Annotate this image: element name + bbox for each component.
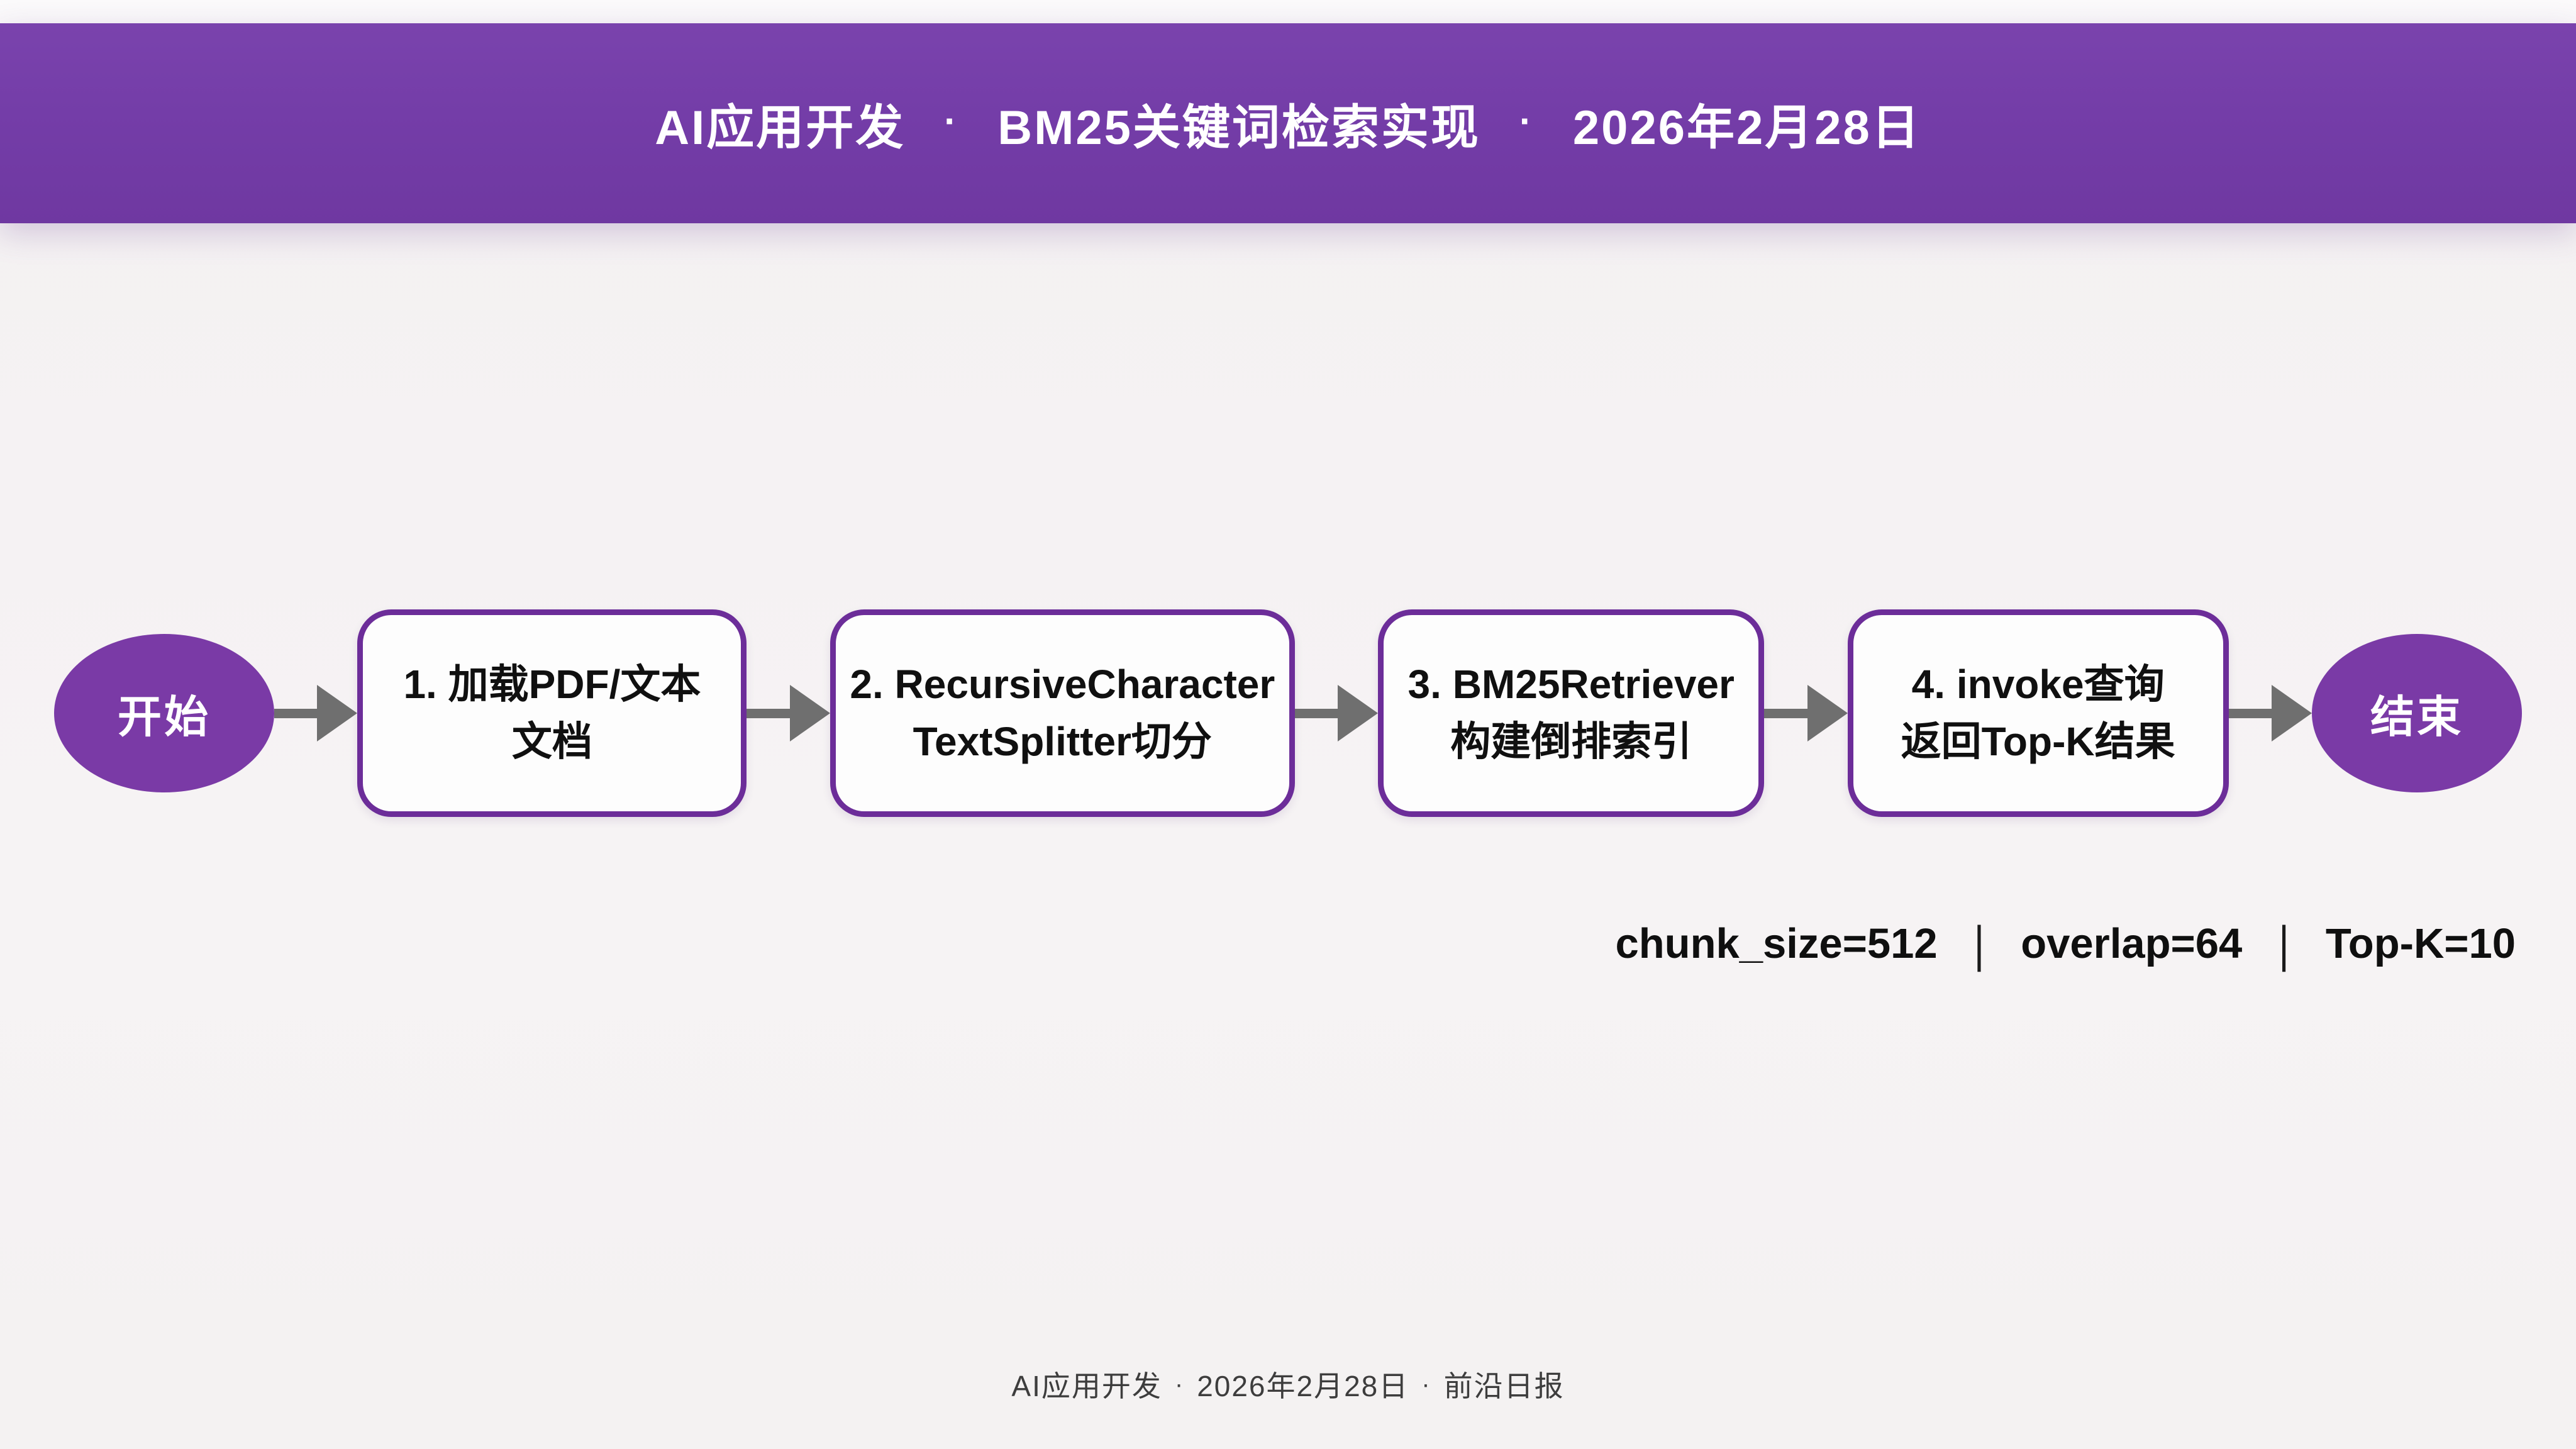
flow-arrow (747, 685, 830, 741)
step-1-line-1: 1. 加载PDF/文本 (403, 662, 701, 708)
arrowhead-icon (317, 685, 358, 741)
arrowhead-icon (1338, 685, 1379, 741)
step-node-3: 3. BM25Retriever 构建倒排索引 (1378, 609, 1765, 817)
param-separator-bar: | (1974, 915, 1985, 972)
step-node-2: 2. RecursiveCharacter TextSplitter切分 (830, 609, 1295, 817)
footer-separator-dot: · (1421, 1370, 1431, 1398)
flow-arrow (1764, 685, 1848, 741)
arrow-shaft (2228, 708, 2273, 718)
footer-separator-dot: · (1174, 1370, 1185, 1398)
arrow-shaft (1764, 708, 1809, 718)
param-chunk-size: chunk_size=512 (1615, 920, 1938, 967)
footer-topic: AI应用开发 (1011, 1370, 1162, 1402)
step-3-line-2: 构建倒排索引 (1450, 719, 1692, 764)
title-topic: AI应用开发 (655, 101, 906, 155)
param-overlap: overlap=64 (2021, 920, 2243, 967)
param-separator-bar: | (2279, 915, 2289, 972)
title-date: 2026年2月28日 (1572, 101, 1921, 155)
parameters-line: chunk_size=512 | overlap=64 | Top-K=10 (1615, 916, 2516, 972)
title-separator-dot: · (944, 99, 959, 142)
step-node-4: 4. invoke查询 返回Top-K结果 (1847, 609, 2229, 817)
arrowhead-icon (2272, 685, 2312, 741)
arrowhead-icon (789, 685, 830, 741)
end-node: 结束 (2312, 634, 2523, 792)
flowchart: 开始 1. 加载PDF/文本 文档 2. RecursiveCharacter … (54, 609, 2523, 817)
page-title: AI应用开发 · BM25关键词检索实现 · 2026年2月28日 (655, 89, 1921, 158)
title-subject: BM25关键词检索实现 (997, 101, 1480, 155)
header-banner: AI应用开发 · BM25关键词检索实现 · 2026年2月28日 (0, 23, 2576, 223)
start-node: 开始 (54, 634, 274, 792)
flow-arrow (1294, 685, 1379, 741)
step-4-line-2: 返回Top-K结果 (1901, 719, 2175, 764)
footer-credit: AI应用开发 · 2026年2月28日 · 前沿日报 (0, 1363, 2576, 1405)
step-node-1: 1. 加载PDF/文本 文档 (357, 609, 747, 817)
end-node-label: 结束 (2370, 692, 2464, 741)
step-4-line-1: 4. invoke查询 (1911, 662, 2165, 708)
flow-arrow (2228, 685, 2312, 741)
arrow-shaft (747, 708, 791, 718)
arrow-shaft (274, 708, 319, 718)
step-2-line-2: TextSplitter切分 (913, 719, 1212, 764)
arrow-shaft (1294, 708, 1340, 718)
title-separator-dot: · (1519, 99, 1534, 142)
param-top-k: Top-K=10 (2325, 920, 2516, 967)
step-1-line-2: 文档 (511, 719, 592, 764)
step-2-line-1: 2. RecursiveCharacter (850, 662, 1275, 708)
arrowhead-icon (1807, 685, 1848, 741)
footer-source: 前沿日报 (1443, 1370, 1565, 1402)
flow-arrow (274, 685, 358, 741)
start-node-label: 开始 (118, 692, 211, 741)
footer-date: 2026年2月28日 (1197, 1370, 1409, 1402)
step-3-line-1: 3. BM25Retriever (1407, 662, 1735, 708)
